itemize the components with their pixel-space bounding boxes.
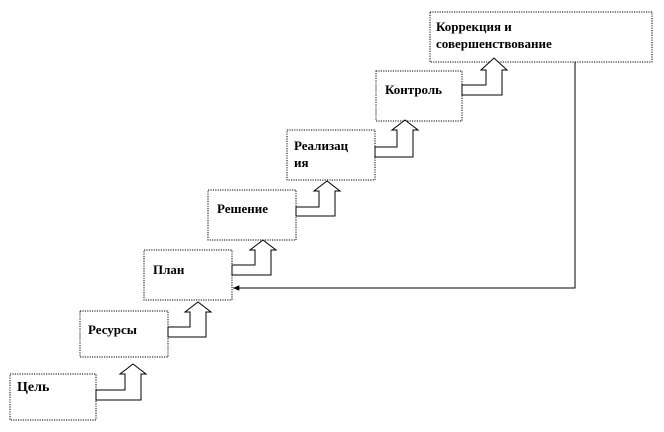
step-boxes (9, 11, 653, 421)
box-correction (429, 11, 653, 63)
arrow-4 (295, 180, 342, 217)
step-label-goal: Цель (17, 380, 50, 395)
feedback-line (233, 62, 576, 291)
box-decision (207, 189, 297, 241)
step-label-control: Контроль (385, 82, 443, 97)
arrow-1 (95, 363, 148, 401)
arrow-6 (461, 57, 509, 96)
arrow-3 (231, 239, 278, 276)
step-label-implementation: Реализац ия (294, 138, 349, 170)
arrow-2 (167, 301, 213, 338)
arrow-5 (374, 119, 420, 158)
step-label-plan: План (153, 262, 185, 277)
step-label-resources: Ресурсы (88, 322, 137, 337)
step-arrows (95, 57, 509, 401)
step-label-decision: Решение (217, 201, 269, 216)
box-control (375, 70, 463, 122)
box-goal (9, 373, 97, 421)
box-implementation (286, 129, 376, 181)
step-label-correction: Коррекция и совершенствование (436, 19, 552, 51)
box-resources (79, 310, 169, 358)
